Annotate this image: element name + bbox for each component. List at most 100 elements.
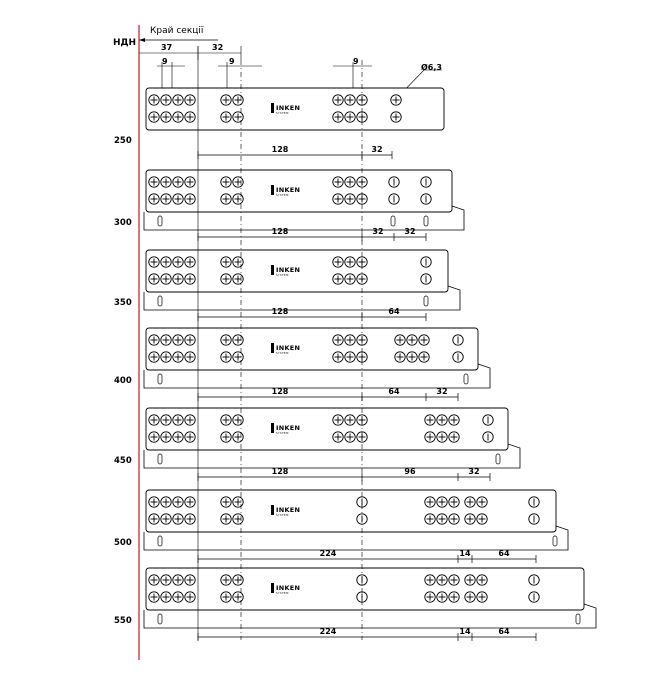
dim-value: 96	[404, 467, 416, 476]
svg-text:SYSTEM: SYSTEM	[276, 431, 289, 435]
mounting-hole	[424, 513, 436, 525]
mounting-slot	[157, 295, 163, 307]
dim-value: 128	[272, 387, 289, 396]
dim-9-c: 9	[353, 57, 359, 66]
svg-text:INKEN: INKEN	[276, 104, 300, 112]
mounting-hole	[394, 351, 406, 363]
rail-size-label: 550	[114, 616, 132, 626]
mounting-hole	[172, 591, 184, 603]
svg-text:SYSTEM: SYSTEM	[276, 591, 289, 595]
svg-text:SYSTEM: SYSTEM	[276, 273, 289, 277]
dim-value: 224	[320, 549, 337, 558]
mounting-hole	[160, 193, 172, 205]
mounting-hole	[452, 334, 464, 346]
mounting-hole	[184, 273, 196, 285]
svg-text:INKEN: INKEN	[276, 584, 300, 592]
mounting-hole	[172, 574, 184, 586]
mounting-hole	[424, 431, 436, 443]
rail-size-label: 250	[114, 136, 132, 146]
rail-back-plate	[143, 525, 569, 551]
mounting-hole	[148, 94, 160, 106]
dim-value: 224	[320, 627, 337, 636]
mounting-hole	[420, 176, 432, 188]
mounting-hole	[172, 496, 184, 508]
svg-text:INKEN: INKEN	[276, 506, 300, 514]
dim-value: 128	[272, 145, 289, 154]
mounting-hole	[148, 414, 160, 426]
section-edge-arrowhead	[139, 38, 145, 42]
mounting-hole	[160, 431, 172, 443]
mounting-hole	[332, 273, 344, 285]
mounting-hole	[528, 591, 540, 603]
mounting-hole	[160, 513, 172, 525]
mounting-hole	[344, 176, 356, 188]
mounting-hole	[220, 256, 232, 268]
rail-size-label: 350	[114, 298, 132, 308]
mounting-hole	[418, 351, 430, 363]
vertical-reference-lines	[197, 46, 363, 640]
dim-value: 64	[388, 307, 400, 316]
mounting-hole	[464, 574, 476, 586]
mounting-hole	[184, 351, 196, 363]
dim-value: 32	[404, 227, 415, 236]
mounting-hole	[220, 513, 232, 525]
mounting-hole	[448, 574, 460, 586]
mounting-slot	[157, 373, 163, 385]
rail-size-label: 300	[114, 218, 132, 228]
mounting-slot	[157, 613, 163, 625]
mounting-hole	[184, 574, 196, 586]
mounting-hole	[148, 111, 160, 123]
mounting-hole	[476, 574, 488, 586]
svg-text:INKEN: INKEN	[276, 344, 300, 352]
mounting-hole	[344, 273, 356, 285]
dim-value: 32	[468, 467, 479, 476]
mounting-hole	[220, 431, 232, 443]
mounting-hole	[220, 94, 232, 106]
mounting-hole	[232, 256, 244, 268]
mounting-hole	[220, 111, 232, 123]
mounting-hole	[476, 513, 488, 525]
mounting-slot	[390, 215, 396, 227]
mounting-hole	[184, 414, 196, 426]
mounting-hole	[424, 496, 436, 508]
dim-value: 128	[272, 227, 289, 236]
mounting-hole	[148, 256, 160, 268]
mounting-hole	[448, 513, 460, 525]
rail-body	[145, 327, 479, 371]
mounting-slot	[463, 373, 469, 385]
mounting-hole	[406, 334, 418, 346]
mounting-hole	[232, 431, 244, 443]
mounting-hole	[528, 513, 540, 525]
mounting-hole	[424, 574, 436, 586]
mounting-slot	[423, 295, 429, 307]
mounting-hole	[448, 496, 460, 508]
mounting-hole	[232, 513, 244, 525]
rail-back-plate	[143, 363, 491, 389]
mounting-hole	[344, 431, 356, 443]
mounting-hole	[184, 256, 196, 268]
mounting-hole	[160, 591, 172, 603]
rail-back-plate	[143, 285, 461, 311]
mounting-hole	[220, 574, 232, 586]
mounting-hole	[464, 496, 476, 508]
rail-body	[145, 567, 585, 611]
mounting-hole	[160, 176, 172, 188]
mounting-hole	[436, 414, 448, 426]
svg-text:INKEN: INKEN	[276, 266, 300, 274]
mounting-hole	[160, 351, 172, 363]
mounting-hole	[148, 193, 160, 205]
mounting-hole	[344, 94, 356, 106]
mounting-hole	[148, 431, 160, 443]
mounting-hole	[184, 591, 196, 603]
svg-text:SYSTEM: SYSTEM	[276, 513, 289, 517]
dim-32-top: 32	[212, 43, 223, 52]
mounting-hole	[476, 591, 488, 603]
